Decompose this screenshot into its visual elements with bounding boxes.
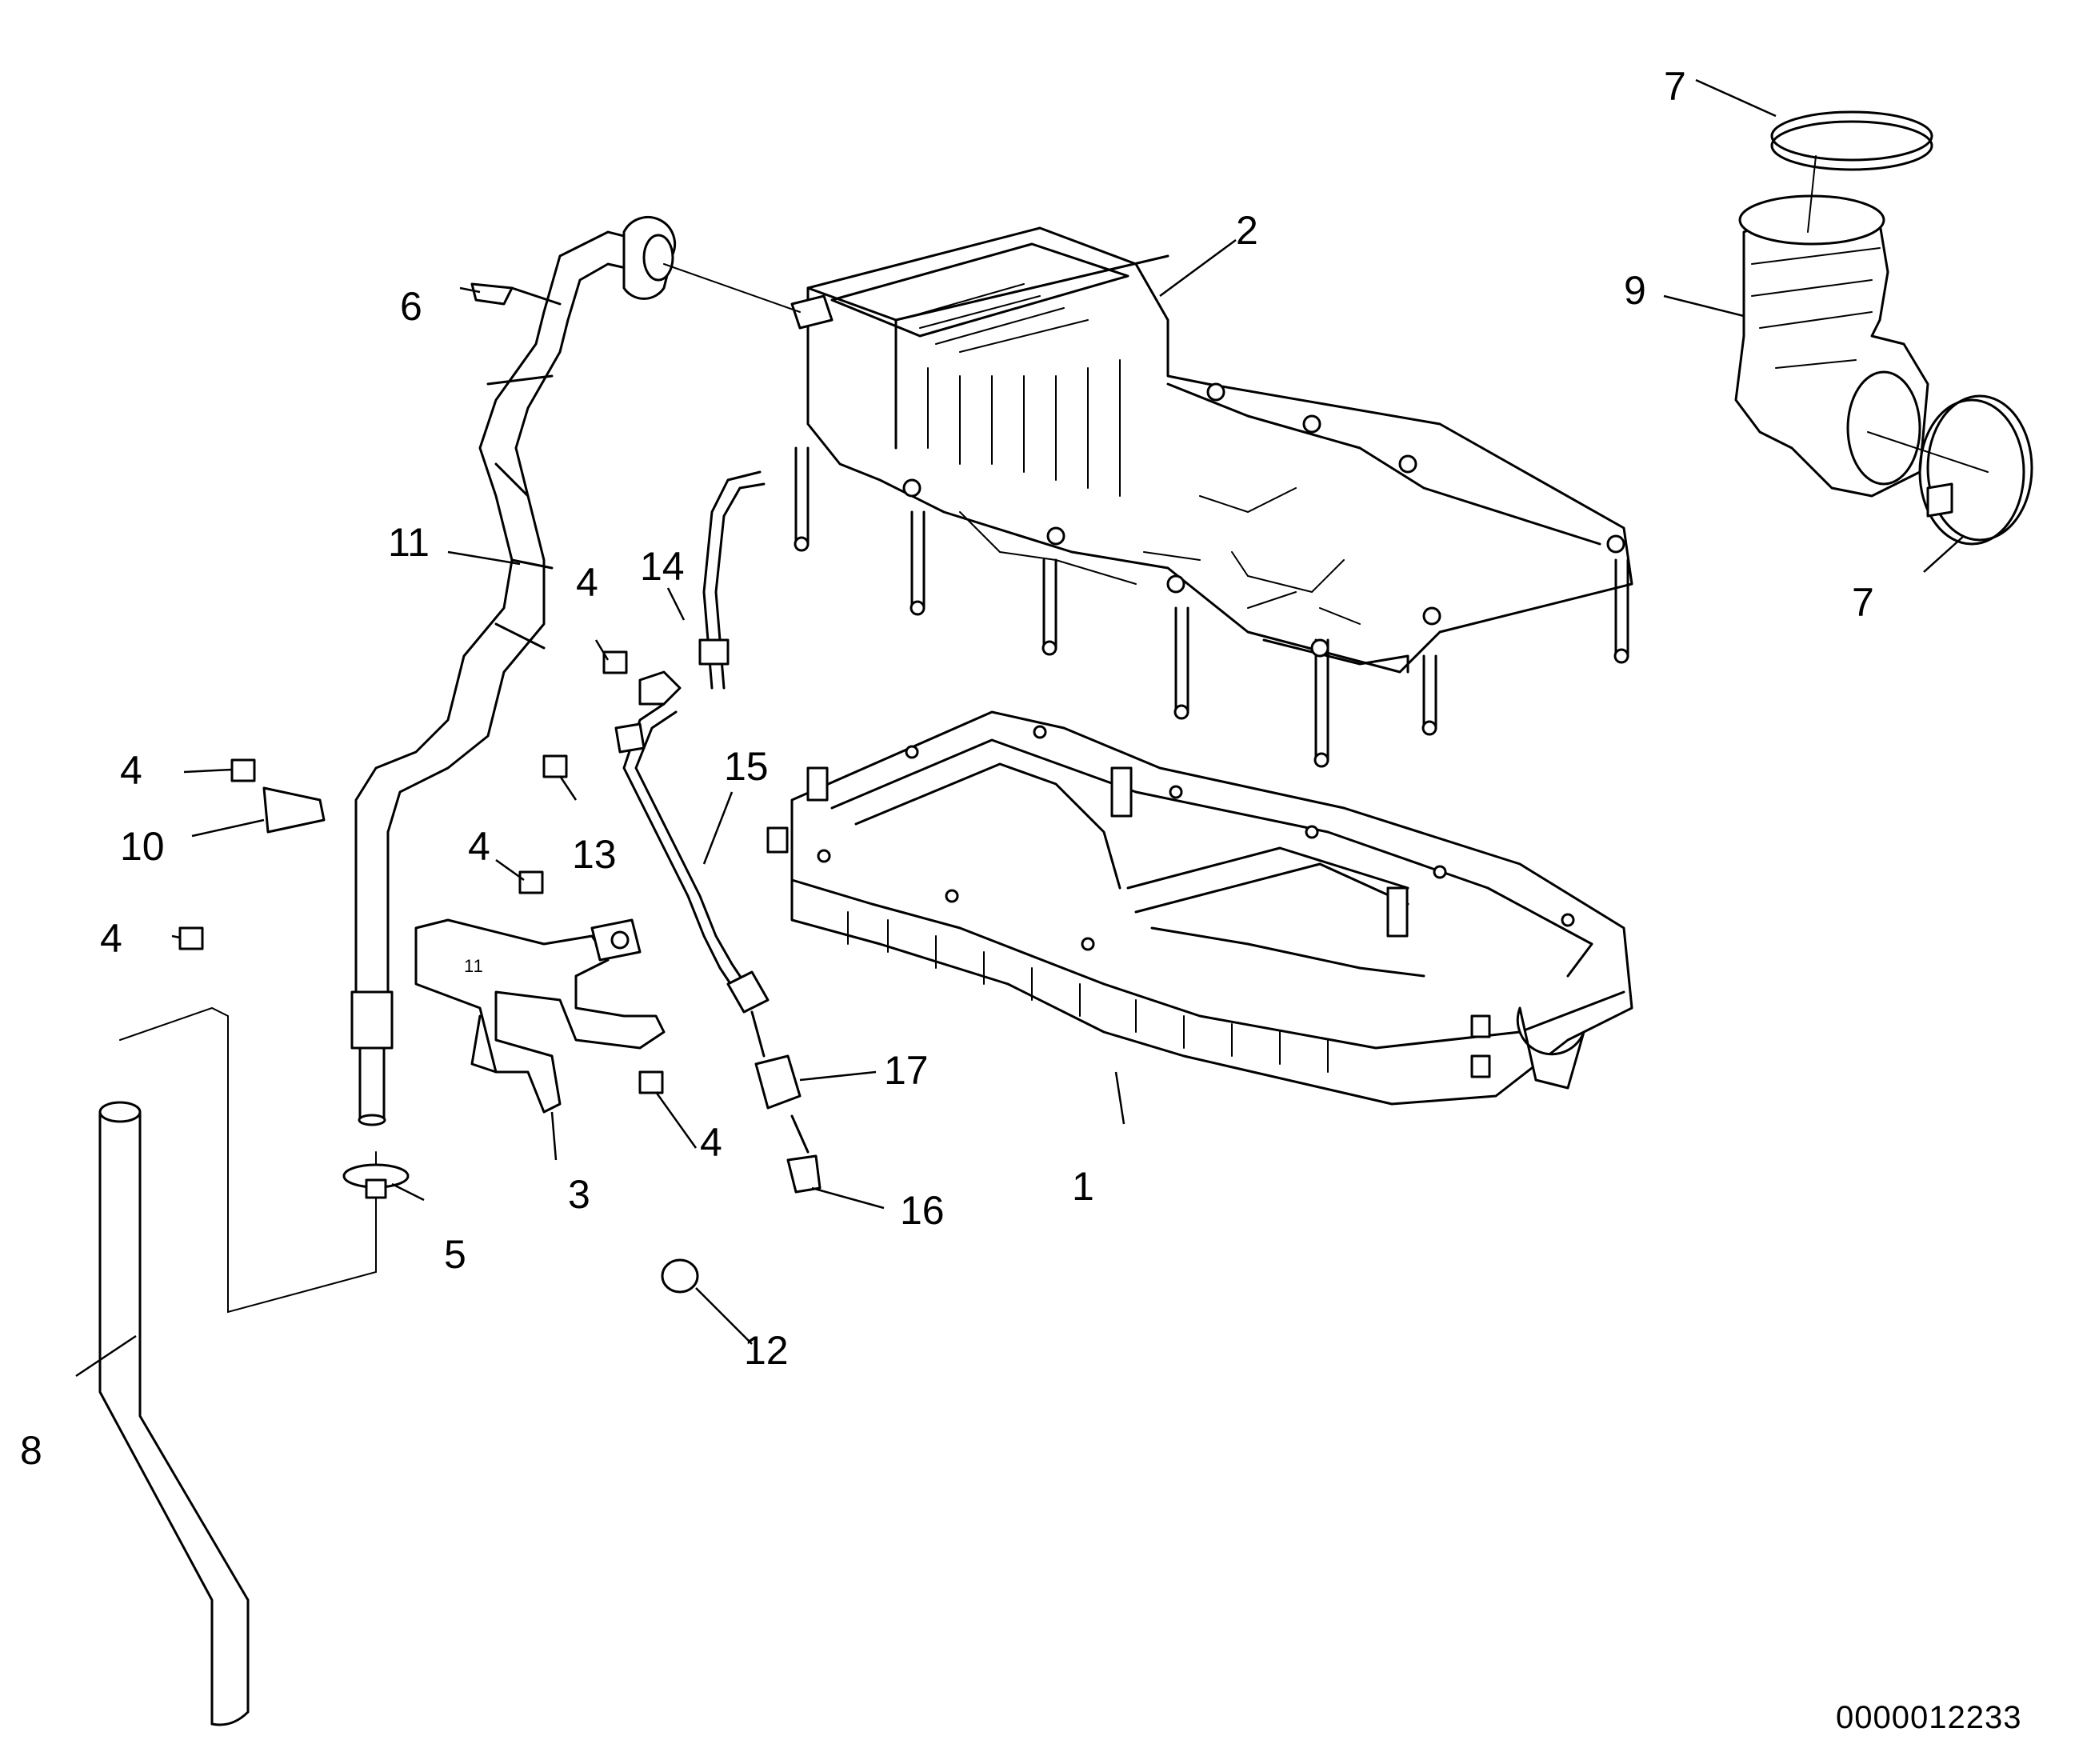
callout-7b: 7 <box>1852 580 1874 625</box>
callout-7a: 7 <box>1664 64 1686 109</box>
part-9-elbow <box>663 110 2033 546</box>
callout-12: 12 <box>744 1328 789 1373</box>
part-8-drain-hose <box>98 1006 377 1726</box>
callout-1: 1 <box>1072 1164 1094 1209</box>
leader-lines <box>75 78 1965 1378</box>
callout-2: 2 <box>1236 208 1258 253</box>
callout-8: 8 <box>20 1428 42 1473</box>
callout-4c: 4 <box>468 824 490 869</box>
callout-15: 15 <box>724 744 769 789</box>
callout-4e: 4 <box>700 1120 722 1165</box>
part-1-lower-frame <box>766 710 1633 1106</box>
callout-10: 10 <box>120 824 165 869</box>
callout-13: 13 <box>572 832 617 877</box>
svg-text:11: 11 <box>464 956 484 976</box>
callout-labels: 1 2 3 4 4 4 4 4 5 6 7 7 8 9 10 11 12 13 … <box>20 64 1874 1473</box>
callout-4a: 4 <box>120 748 142 793</box>
small-fasteners <box>178 282 699 1294</box>
callout-4d: 4 <box>576 560 598 605</box>
callout-9: 9 <box>1624 268 1646 313</box>
callout-17: 17 <box>884 1048 929 1093</box>
callout-6: 6 <box>400 284 422 329</box>
document-number: 0000012233 <box>1836 1700 2021 1735</box>
callout-5: 5 <box>444 1232 466 1277</box>
callout-14: 14 <box>640 544 685 589</box>
callout-4b: 4 <box>100 916 122 961</box>
callout-11: 11 <box>388 520 430 565</box>
callout-16: 16 <box>900 1188 945 1233</box>
part-2-upper-cover <box>790 226 1633 768</box>
part-3-bracket: 11 <box>414 918 666 1114</box>
part-11-breather-hose <box>350 215 677 1126</box>
callout-3: 3 <box>568 1172 590 1217</box>
